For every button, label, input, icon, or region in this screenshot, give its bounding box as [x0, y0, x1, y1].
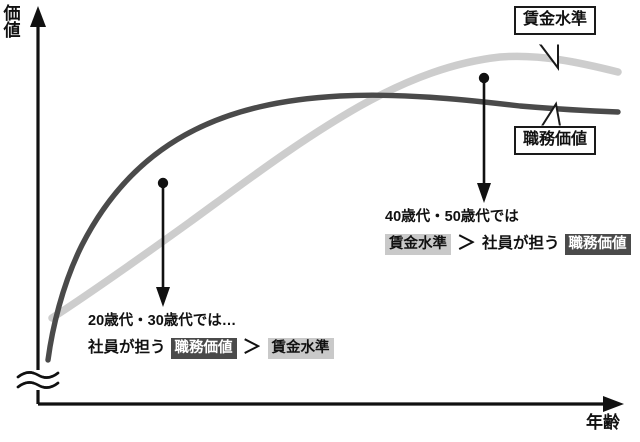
- y-axis-title: 価値: [3, 4, 21, 41]
- wage-level-curve: [48, 52, 622, 322]
- annotation-mid-left-tag: 賃金水準: [385, 233, 451, 255]
- annotation-young-heading: 20歳代・30歳代では…: [88, 313, 237, 329]
- annotation-young-comparison: 社員が担う 職務価値 ＞ 賃金水準: [88, 333, 334, 362]
- annotation-young-workers: 20歳代・30歳代では… 社員が担う 職務価値 ＞ 賃金水準: [88, 310, 334, 363]
- y-axis-arrowhead: [30, 6, 46, 27]
- callout-job-value: 職務価値: [514, 126, 597, 155]
- annotation-mid-comparator: ＞: [457, 233, 477, 255]
- x-axis-arrowhead: [603, 396, 624, 412]
- annotation-young-right-tag: 賃金水準: [267, 337, 334, 359]
- annotation-mid-comparison: 賃金水準 ＞ 社員が担う 職務価値: [385, 229, 631, 258]
- annotation-mid-right-tag: 職務価値: [564, 233, 631, 255]
- axes-group: [16, 6, 624, 412]
- x-axis-title: 年齢: [586, 413, 620, 432]
- wage-callout-tail: [539, 41, 562, 71]
- annotation-mid-lead: 社員が担う: [482, 235, 560, 253]
- mid-gap-arrow: [477, 72, 491, 203]
- callout-wage-level: 賃金水準: [514, 6, 597, 35]
- annotation-young-left-tag: 職務価値: [170, 337, 237, 359]
- annotation-young-comparator: ＞: [242, 337, 262, 359]
- annotation-mid-heading: 40歳代・50歳代では: [385, 209, 519, 225]
- axis-break-icon: [16, 370, 60, 390]
- job-value-curve: [45, 92, 621, 363]
- annotation-young-lead: 社員が担う: [88, 339, 166, 357]
- annotation-mid-career: 40歳代・50歳代では 賃金水準 ＞ 社員が担う 職務価値: [385, 206, 631, 259]
- young-gap-arrow: [156, 177, 170, 307]
